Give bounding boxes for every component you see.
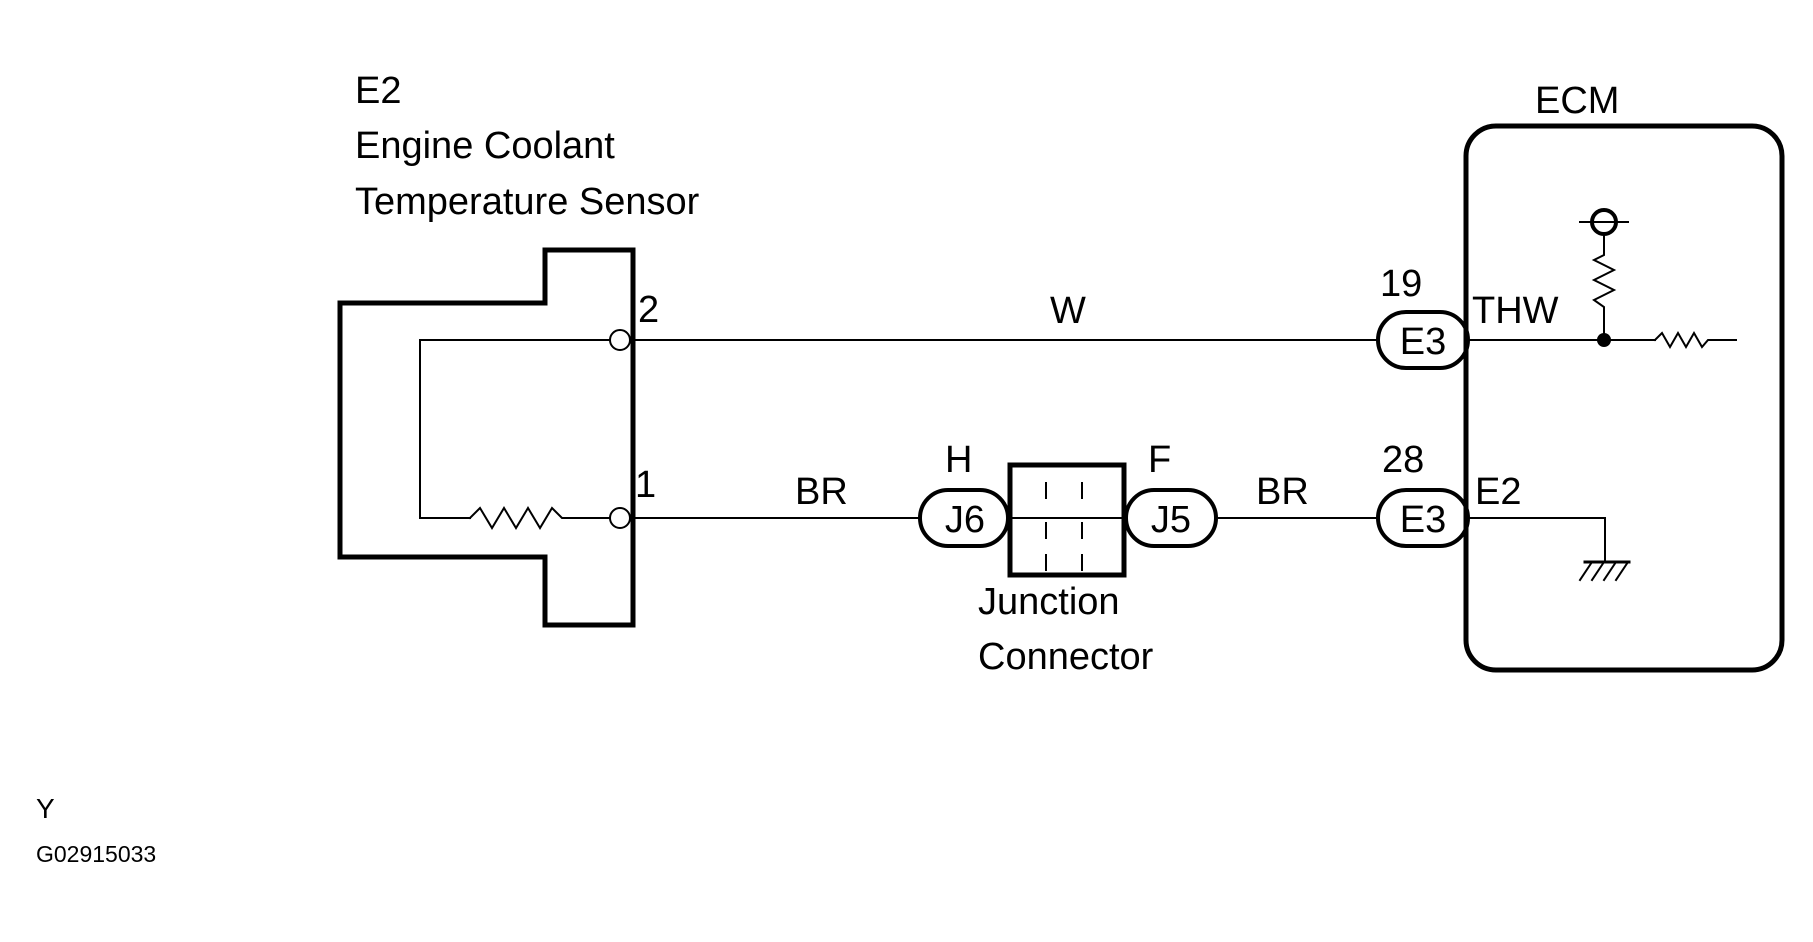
ecm-top-signal: THW <box>1472 290 1559 332</box>
footer-code-letter: Y <box>36 793 55 824</box>
terminal-1 <box>609 507 631 529</box>
connector-j5-label: J5 <box>1151 499 1191 541</box>
pin-1-label: 1 <box>635 464 656 506</box>
ecm-junction-dot <box>1597 333 1611 347</box>
ecm-pullup-resistor <box>1591 235 1617 341</box>
sensor-name-line1: Engine Coolant <box>355 125 615 167</box>
wire-br-left-label: BR <box>795 471 848 513</box>
connector-j6-shape <box>918 488 1010 548</box>
connector-e3-top-label: E3 <box>1400 321 1446 363</box>
connector-j5-shape <box>1124 488 1218 548</box>
ecm-ground-wire <box>1467 517 1606 563</box>
sensor-name-line2: Temperature Sensor <box>355 181 700 223</box>
junction-label-line1: Junction <box>978 581 1120 623</box>
ground-hatch <box>1578 560 1630 582</box>
sensor-inner-wire <box>419 339 620 519</box>
junction-pins <box>1045 482 1083 571</box>
junction-right-pin: F <box>1148 439 1171 481</box>
terminal-2 <box>609 329 631 351</box>
junction-label-line2: Connector <box>978 636 1154 678</box>
ecm-internal-resistor <box>1653 330 1737 350</box>
connector-e3-bottom-label: E3 <box>1400 499 1446 541</box>
wire-w-label: W <box>1050 290 1086 332</box>
ecm-bottom-signal: E2 <box>1475 471 1521 513</box>
connector-j6-label: J6 <box>945 499 985 541</box>
sensor-resistor <box>468 506 620 530</box>
wire-br-right-label: BR <box>1256 471 1309 513</box>
junction-left-pin: H <box>945 439 972 481</box>
sensor-code: E2 <box>355 70 401 112</box>
figure-id: G02915033 <box>36 841 156 867</box>
junction-connector-box <box>1007 462 1127 578</box>
ecm-title: ECM <box>1535 80 1619 122</box>
ecm-box <box>1463 123 1785 673</box>
ecm-top-pin: 19 <box>1380 263 1422 305</box>
pin-2-label: 2 <box>638 289 659 331</box>
sensor-housing <box>337 247 636 628</box>
ecm-bottom-pin: 28 <box>1382 439 1424 481</box>
